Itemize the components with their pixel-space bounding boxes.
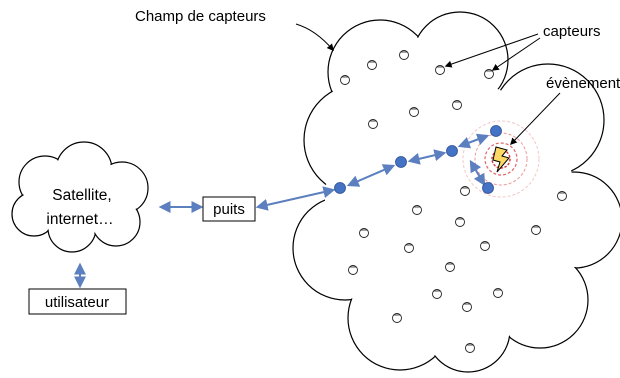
sensor-node-icon [359, 228, 369, 238]
sensor-node-icon [340, 75, 350, 85]
sensor-node-icon [435, 65, 445, 75]
sensor-node-icon [409, 107, 419, 117]
hop-arrow [346, 164, 396, 187]
sensor-node-icon [460, 186, 470, 196]
source-label-line1: Satellite, [52, 187, 111, 204]
sensor-node-icon [480, 241, 490, 251]
source-label-line2: internet… [46, 211, 113, 228]
sensors-callout-line-1 [444, 33, 539, 68]
active-node-icon [395, 156, 407, 168]
sensors-label: capteurs [543, 23, 601, 40]
hop-arrow [457, 133, 490, 149]
sensor-node-icon [392, 313, 402, 323]
sensor-node-icon [348, 265, 358, 275]
field-callout-line [295, 23, 334, 52]
hop-arrow [407, 149, 447, 165]
sensor-node-icon [368, 119, 378, 129]
sensors-callout-line-2 [491, 37, 541, 71]
sensor-node-icon [412, 205, 422, 215]
sink-label: puits [213, 201, 245, 218]
sensor-node-icon [404, 243, 414, 253]
event-callout-line [510, 92, 561, 146]
user-box: utilisateur [28, 288, 127, 315]
sensor-node-icon [452, 100, 462, 110]
active-node-icon [446, 145, 458, 157]
active-nodes [334, 125, 502, 194]
sensor-field-cloud [292, 11, 620, 373]
user-label: utilisateur [45, 294, 109, 311]
sensor-node-icon [531, 225, 541, 235]
field-label: Champ de capteurs [135, 8, 266, 25]
event-label: évènement [546, 75, 620, 92]
sensor-node-icon [465, 343, 475, 353]
sensor-node-icon [557, 191, 567, 201]
sink-link-arrow [255, 186, 336, 211]
sensor-node-icon [455, 217, 465, 227]
active-node-icon [482, 182, 494, 194]
lightning-icon [492, 146, 510, 173]
passive-sensors [340, 50, 567, 353]
sensor-node-icon [367, 60, 377, 70]
active-node-icon [334, 182, 346, 194]
sensor-node-icon [493, 288, 503, 298]
routing-path [74, 133, 490, 289]
sensor-node-icon [462, 302, 472, 312]
sensor-node-icon [445, 262, 455, 272]
sensor-node-icon [484, 69, 494, 79]
sensor-node-icon [432, 289, 442, 299]
hop-arrow [469, 159, 486, 187]
satellite-internet-cloud [11, 141, 149, 253]
sink-box: puits [202, 196, 256, 222]
active-node-icon [490, 125, 502, 137]
sensor-node-icon [399, 50, 409, 60]
